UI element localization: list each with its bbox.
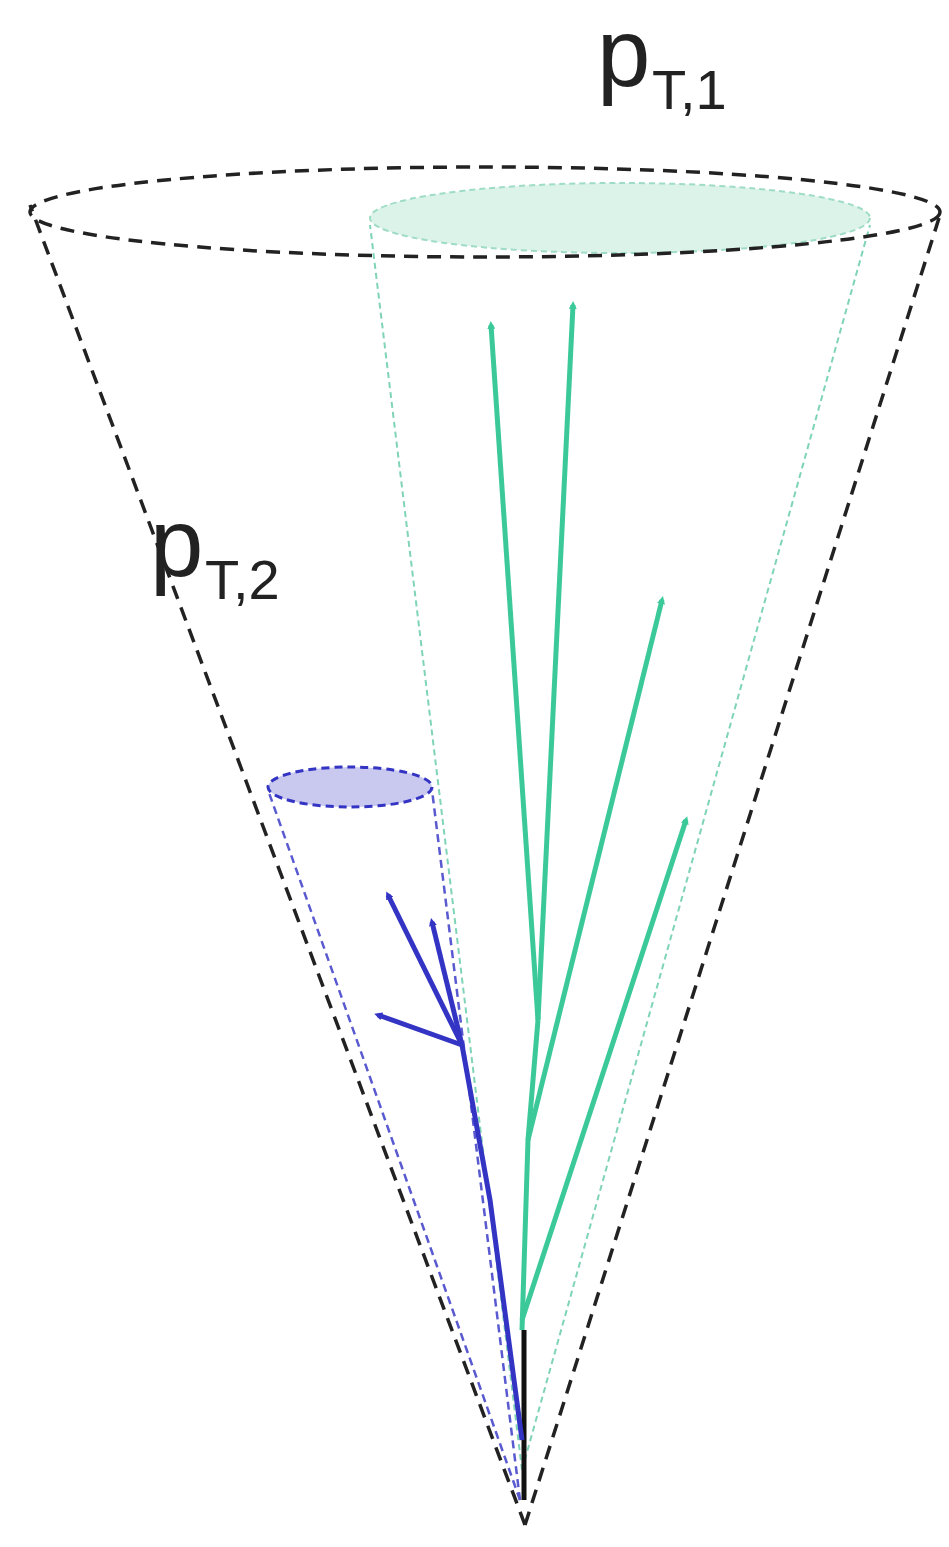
subjet-cone-top: [370, 183, 870, 253]
jet-cone-edge: [525, 215, 940, 1525]
subjet-cone-top: [268, 767, 432, 807]
jet-cone-top: [30, 167, 940, 257]
subjet-particles: [491, 305, 686, 1330]
momentum-symbol: p: [150, 495, 203, 591]
momentum-subscript: T,1: [652, 62, 727, 118]
momentum-symbol: p: [597, 5, 650, 101]
parton-line: [522, 1330, 527, 1500]
momentum-subscript: T,2: [205, 552, 280, 608]
subjet-particles: [378, 895, 522, 1440]
subjet-cone-edge: [522, 225, 870, 1470]
jet-cone-edge: [30, 205, 525, 1525]
